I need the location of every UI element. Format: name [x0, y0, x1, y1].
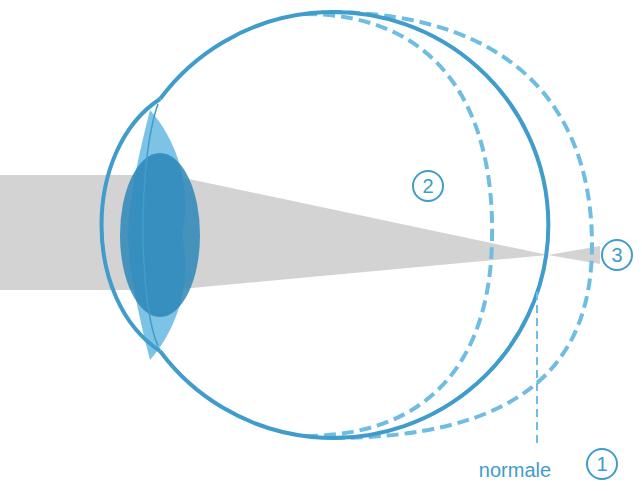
- long-eyeball-outline: [330, 12, 592, 438]
- label-text: normale: [477, 460, 553, 480]
- cornea: [102, 99, 161, 351]
- leader-line: [536, 292, 538, 446]
- short-eyeball-outline: [305, 14, 492, 436]
- callout-number: 1: [586, 448, 618, 480]
- anterior-chamber: [143, 104, 158, 346]
- callout-number: 2: [412, 170, 444, 202]
- callout-number: 3: [601, 239, 633, 271]
- normal-eyeball-outline: [160, 12, 548, 438]
- eye-lens: [120, 153, 200, 317]
- light-beam: [0, 175, 548, 290]
